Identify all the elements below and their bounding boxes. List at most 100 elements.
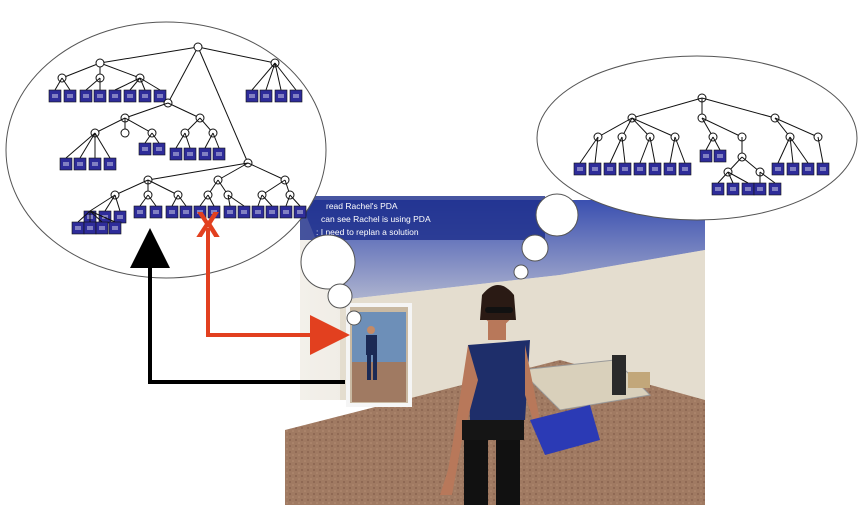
tree-leaf: [198, 147, 212, 161]
tree-edge: [717, 171, 729, 184]
tree-edge: [251, 62, 276, 91]
tree-edge: [212, 132, 220, 149]
tree-edge: [151, 132, 160, 144]
tree-leaf: [801, 162, 815, 176]
pda-device: [530, 405, 600, 455]
thought-bubble-dot: [346, 310, 362, 326]
tree-leaf: [713, 149, 727, 163]
tree-leaf: [678, 162, 692, 176]
tree-edge: [204, 132, 214, 149]
tree-edge: [54, 77, 63, 91]
tree-edge: [227, 194, 245, 207]
tree-leaf: [237, 205, 251, 219]
tree-leaf: [149, 205, 163, 219]
tree-leaf: [153, 89, 167, 103]
tree-edge: [61, 77, 71, 91]
tree-edge: [227, 194, 231, 207]
tree-leaf: [245, 89, 259, 103]
tree-leaf: [699, 149, 713, 163]
tree-edge: [147, 179, 179, 196]
tree-edge: [594, 136, 599, 164]
tree-edge: [274, 62, 297, 91]
tree-edge: [147, 162, 249, 181]
tree-edge: [175, 132, 186, 149]
tree-edge: [265, 62, 276, 91]
tree-edge: [147, 194, 157, 207]
tree-edge: [727, 171, 749, 184]
tree-edge: [129, 77, 141, 91]
tree-leaf: [588, 162, 602, 176]
tree-edge: [274, 62, 282, 91]
tree-leaf: [152, 142, 166, 156]
tree-leaf: [816, 162, 830, 176]
tree-leaf: [169, 147, 183, 161]
tree-edge: [639, 136, 651, 164]
tree-leaf: [633, 162, 647, 176]
tree-edge: [114, 77, 141, 91]
tree-edge: [774, 117, 819, 138]
tree-leaf: [179, 205, 193, 219]
character-figure: [440, 285, 600, 505]
tree-edge: [247, 162, 286, 181]
tree-edge: [285, 194, 291, 207]
tree-leaf: [165, 205, 179, 219]
tree-leaf: [771, 162, 785, 176]
tree-leaf: [113, 210, 127, 224]
tree-edge: [144, 132, 153, 144]
tree-edge: [89, 210, 116, 223]
tree-leaf: [711, 182, 725, 196]
tree-edge: [61, 62, 101, 79]
tree-edge: [89, 194, 116, 212]
tree-edge: [789, 136, 809, 164]
tree-edge: [777, 136, 791, 164]
tree-leaf: [603, 162, 617, 176]
tree-leaf: [648, 162, 662, 176]
tree-leaf: [48, 89, 62, 103]
tree-edge: [727, 171, 734, 184]
tree-edge: [167, 102, 201, 119]
plan-tree-replanned: [573, 93, 830, 196]
tree-edge: [261, 179, 286, 196]
tree-edge: [649, 136, 656, 164]
tree-edge: [789, 136, 794, 164]
tree-edge: [85, 77, 101, 91]
failure-arrow: [206, 228, 350, 355]
thought-bubble-dot: [300, 234, 356, 290]
tree-edge: [139, 77, 161, 91]
tree-leaf: [59, 157, 73, 171]
thought-bubble-dot: [521, 234, 549, 262]
tree-edge: [705, 136, 714, 151]
replan-arrow: [130, 228, 345, 384]
tree-edge: [631, 97, 703, 119]
tree-edge: [99, 46, 199, 64]
tree-leaf: [193, 205, 207, 219]
tree-edge: [65, 132, 96, 159]
tree-edge: [669, 136, 676, 164]
tree-node: [193, 42, 203, 52]
tree-edge: [631, 117, 676, 138]
tree-leaf: [83, 221, 97, 235]
tree-leaf: [289, 89, 303, 103]
tree-leaf: [93, 89, 107, 103]
plan-tree-original: [48, 42, 307, 235]
tree-leaf: [79, 89, 93, 103]
tree-leaf: [251, 205, 265, 219]
tree-edge: [759, 171, 776, 184]
tree-leaf: [212, 147, 226, 161]
bed: [518, 355, 652, 411]
tree-leaf: [71, 221, 85, 235]
tree-edge: [207, 194, 215, 207]
tree-leaf: [207, 205, 221, 219]
tree-leaf: [183, 147, 197, 161]
tree-edge: [199, 194, 209, 207]
tree-edge: [197, 46, 276, 64]
tree-leaf: [753, 182, 767, 196]
tree-leaf: [274, 89, 288, 103]
tree-leaf: [103, 157, 117, 171]
tree-leaf: [123, 89, 137, 103]
plan-bubble-right: [536, 55, 858, 221]
tree-edge: [261, 194, 273, 207]
tree-edge: [184, 132, 191, 149]
tree-leaf: [741, 182, 755, 196]
thought-bubble-dot: [327, 283, 353, 309]
